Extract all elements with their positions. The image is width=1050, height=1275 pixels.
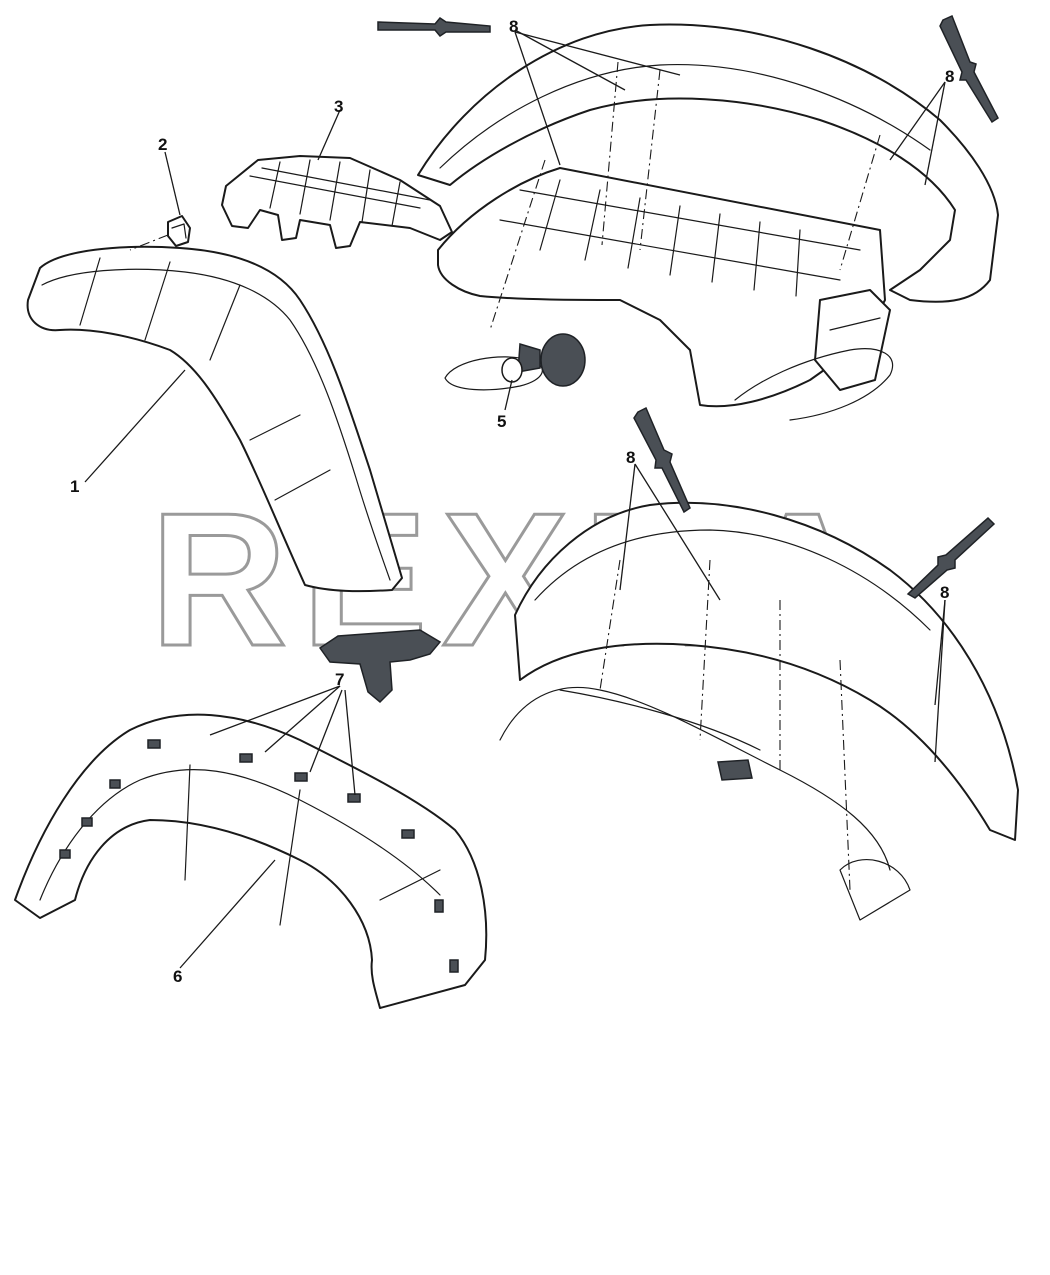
callout-8-top-right: 8: [945, 67, 954, 86]
callout-2: 2: [158, 135, 167, 154]
callout-5: 5: [497, 412, 506, 431]
callout-7: 7: [335, 670, 344, 689]
callout-6: 6: [173, 967, 182, 986]
part-5-push-pin[interactable]: [501, 333, 586, 387]
callout-labels: 1 2 3 5 6 7 8 8 8 8: [70, 17, 954, 986]
callout-8-top-left: 8: [509, 17, 518, 36]
part-1-fender-flare[interactable]: [26, 245, 403, 593]
front-bumper-assembly[interactable]: [417, 23, 999, 421]
part-2-clip[interactable]: [129, 215, 191, 251]
leader-lines: [84, 29, 946, 969]
part-3-bracket[interactable]: [221, 155, 453, 249]
part-6-rear-fender-flare[interactable]: [14, 713, 488, 1009]
callout-8-right: 8: [940, 583, 949, 602]
callout-1: 1: [70, 477, 79, 496]
part-8-rivet-mid[interactable]: [633, 406, 691, 514]
part-7-retainer-clip[interactable]: [318, 629, 442, 704]
rear-bumper-assembly[interactable]: [499, 501, 1019, 921]
callout-8-mid: 8: [626, 448, 635, 467]
part-8-rivet-top-right[interactable]: [939, 14, 999, 124]
part-8-rivet-right[interactable]: [906, 516, 996, 599]
part-8-rivet-top-left[interactable]: [377, 17, 491, 37]
callout-3: 3: [334, 97, 343, 116]
